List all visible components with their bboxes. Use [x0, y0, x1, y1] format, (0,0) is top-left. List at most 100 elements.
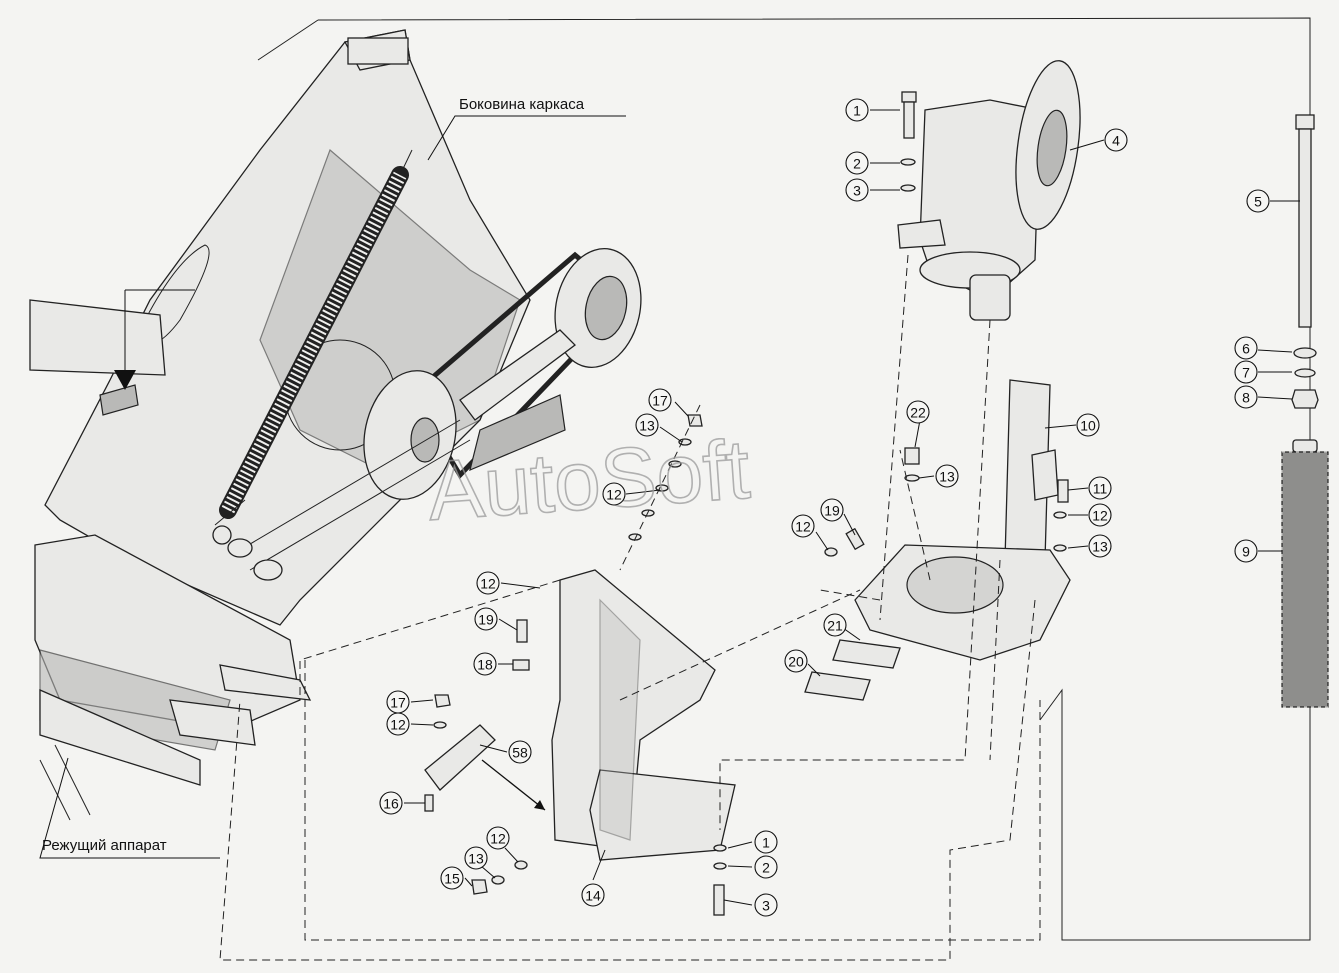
callout-6: 6	[1234, 336, 1258, 360]
callout-number: 12	[606, 487, 622, 503]
callout-19: 19	[820, 498, 844, 522]
callout-number: 7	[1242, 365, 1250, 381]
callout-number: 4	[1112, 133, 1120, 149]
callout-circle	[1234, 385, 1258, 409]
callout-number: 3	[762, 898, 770, 914]
callout-circle	[791, 514, 815, 538]
callout-circle	[648, 388, 672, 412]
callout-number: 17	[652, 393, 668, 409]
callout-number: 12	[1092, 508, 1108, 524]
pointer-arrow-icon	[114, 370, 136, 390]
callout-number: 3	[853, 183, 861, 199]
nut-15	[471, 879, 488, 895]
assembly-dashed-lines	[219, 254, 1041, 961]
callout-5: 5	[1246, 189, 1270, 213]
callout-22: 22	[906, 400, 930, 424]
bracket-10	[854, 379, 1071, 661]
callout-circle	[823, 613, 847, 637]
callout-9: 9	[1234, 539, 1258, 563]
boundary-left-tick	[257, 19, 319, 61]
callout-number: 13	[639, 418, 655, 434]
bolt-16	[424, 794, 434, 812]
callout-12: 12	[602, 482, 626, 506]
callout-number: 19	[478, 612, 494, 628]
svg-text:Режущий аппарат: Режущий аппарат	[42, 837, 167, 854]
callout-circle	[1234, 336, 1258, 360]
sleeve-9	[1281, 439, 1329, 708]
callout-circle	[508, 740, 532, 764]
watermark: AutoSoft	[425, 422, 753, 538]
callout-number: 12	[795, 519, 811, 535]
shims-20-21	[804, 639, 901, 701]
plate-58	[424, 724, 496, 791]
callout-circle	[784, 649, 808, 673]
label-cutting-unit: Режущий аппарат	[39, 757, 220, 859]
label-frame-side: Боковина каркаса	[427, 96, 626, 161]
callout-13: 13	[464, 846, 488, 870]
bolt-3-bottom	[713, 884, 725, 916]
callout-14: 14	[581, 883, 605, 907]
callout-number: 16	[383, 796, 399, 812]
callout-13: 13	[635, 413, 659, 437]
callout-8: 8	[1234, 385, 1258, 409]
callout-number: 22	[910, 405, 926, 421]
callout-number: 9	[1242, 544, 1250, 560]
belt-drive	[227, 248, 642, 581]
callout-number: 2	[853, 156, 861, 172]
callout-number: 13	[939, 469, 955, 485]
callout-number: 12	[390, 717, 406, 733]
callout-circle	[1088, 503, 1112, 527]
callout-layer: 1234567891011121317131222131912121918212…	[379, 98, 1270, 917]
callout-number: 10	[1080, 418, 1096, 434]
callout-circle	[845, 98, 869, 122]
callout-13: 13	[935, 464, 959, 488]
callout-circle	[581, 883, 605, 907]
nut-17	[434, 694, 451, 708]
callout-number: 8	[1242, 390, 1250, 406]
callout-circle	[754, 830, 778, 854]
callout-circle	[1246, 189, 1270, 213]
callout-circle	[473, 652, 497, 676]
callout-12: 12	[386, 712, 410, 736]
callout-16: 16	[379, 791, 403, 815]
callout-number: 12	[480, 576, 496, 592]
callout-circle	[486, 826, 510, 850]
callout-number: 1	[762, 835, 770, 851]
long-bolt-5	[1295, 114, 1315, 328]
callout-number: 13	[1092, 539, 1108, 555]
assembly-boundary-line	[317, 17, 1311, 941]
callout-circle	[386, 712, 410, 736]
callout-7: 7	[1234, 360, 1258, 384]
callout-number: 18	[477, 657, 493, 673]
callout-number: 2	[762, 860, 770, 876]
svg-text:Боковина каркаса: Боковина каркаса	[459, 96, 585, 113]
callout-number: 20	[788, 654, 804, 670]
callout-circle	[379, 791, 403, 815]
bolt-11	[1057, 479, 1069, 503]
callout-circle	[474, 607, 498, 631]
callout-1: 1	[754, 830, 778, 854]
cutting-unit	[34, 534, 312, 821]
callout-circle	[754, 893, 778, 917]
callout-number: 13	[468, 851, 484, 867]
callout-13: 13	[1088, 534, 1112, 558]
callout-number: 17	[390, 695, 406, 711]
callout-17: 17	[648, 388, 672, 412]
callout-12: 12	[1088, 503, 1112, 527]
washer-6	[1293, 347, 1317, 359]
callout-12: 12	[791, 514, 815, 538]
bolt-19	[516, 619, 528, 643]
callout-18: 18	[473, 652, 497, 676]
callout-20: 20	[784, 649, 808, 673]
callout-12: 12	[486, 826, 510, 850]
callout-15: 15	[440, 866, 464, 890]
bolt-22	[904, 447, 920, 465]
callout-circle	[1104, 128, 1128, 152]
callout-number: 11	[1093, 481, 1108, 497]
bolt-18	[512, 659, 530, 671]
callout-number: 14	[585, 888, 601, 904]
frame-beam	[29, 299, 166, 376]
support-14	[551, 569, 736, 861]
callout-2: 2	[754, 855, 778, 879]
